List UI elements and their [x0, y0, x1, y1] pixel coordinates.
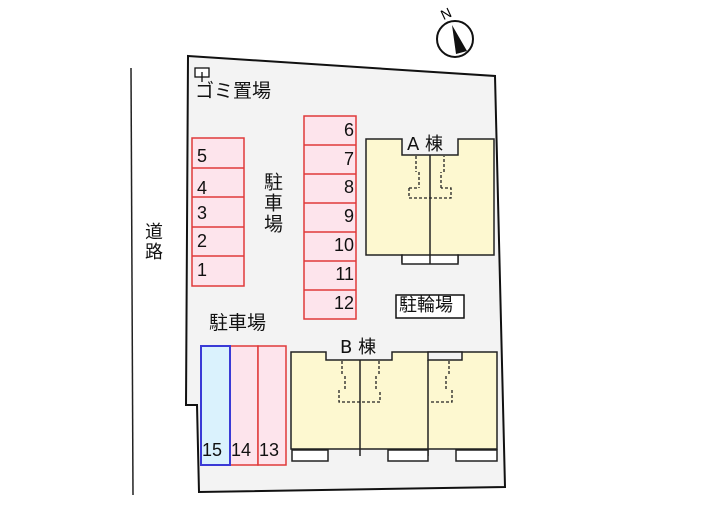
building-a [365, 138, 495, 265]
parking-space-5: 5 [197, 146, 208, 166]
parking-space-9: 9 [343, 206, 354, 226]
parking-space-6: 6 [343, 120, 354, 140]
parking-label-lower: 駐車場 [209, 312, 267, 334]
parking-space-1: 1 [197, 260, 208, 280]
parking-space-13: 13 [259, 440, 280, 460]
parking-left-column [191, 137, 245, 287]
bicycle-parking-label: 駐輪場 [399, 295, 453, 316]
road-line [130, 67, 134, 496]
building-a-label: A 棟 [405, 134, 446, 155]
garbage-station-icon [194, 67, 210, 82]
road-label: 道路 [142, 222, 163, 262]
parking-space-11: 11 [335, 264, 354, 284]
north-arrow-icon: N [436, 4, 474, 58]
svg-text:N: N [438, 4, 454, 23]
parking-space-4: 4 [197, 178, 208, 198]
parking-space-12: 12 [333, 293, 354, 313]
garbage-label: ゴミ置場 [195, 80, 272, 102]
parking-space-3: 3 [197, 203, 208, 223]
parking-center-column [303, 115, 357, 320]
parking-space-2: 2 [197, 231, 208, 251]
parking-space-10: 10 [333, 235, 354, 255]
building-b-label: B 棟 [340, 337, 377, 358]
bicycle-parking-box [395, 294, 465, 319]
parking-bottom-row [200, 345, 287, 466]
building-b [290, 351, 498, 462]
parking-space-7: 7 [343, 149, 354, 169]
parking-space-14: 14 [231, 440, 252, 460]
parking-label-upper: 駐車場 [261, 172, 283, 235]
parking-space-15: 15 [202, 440, 223, 460]
parking-space-8: 8 [343, 177, 354, 197]
